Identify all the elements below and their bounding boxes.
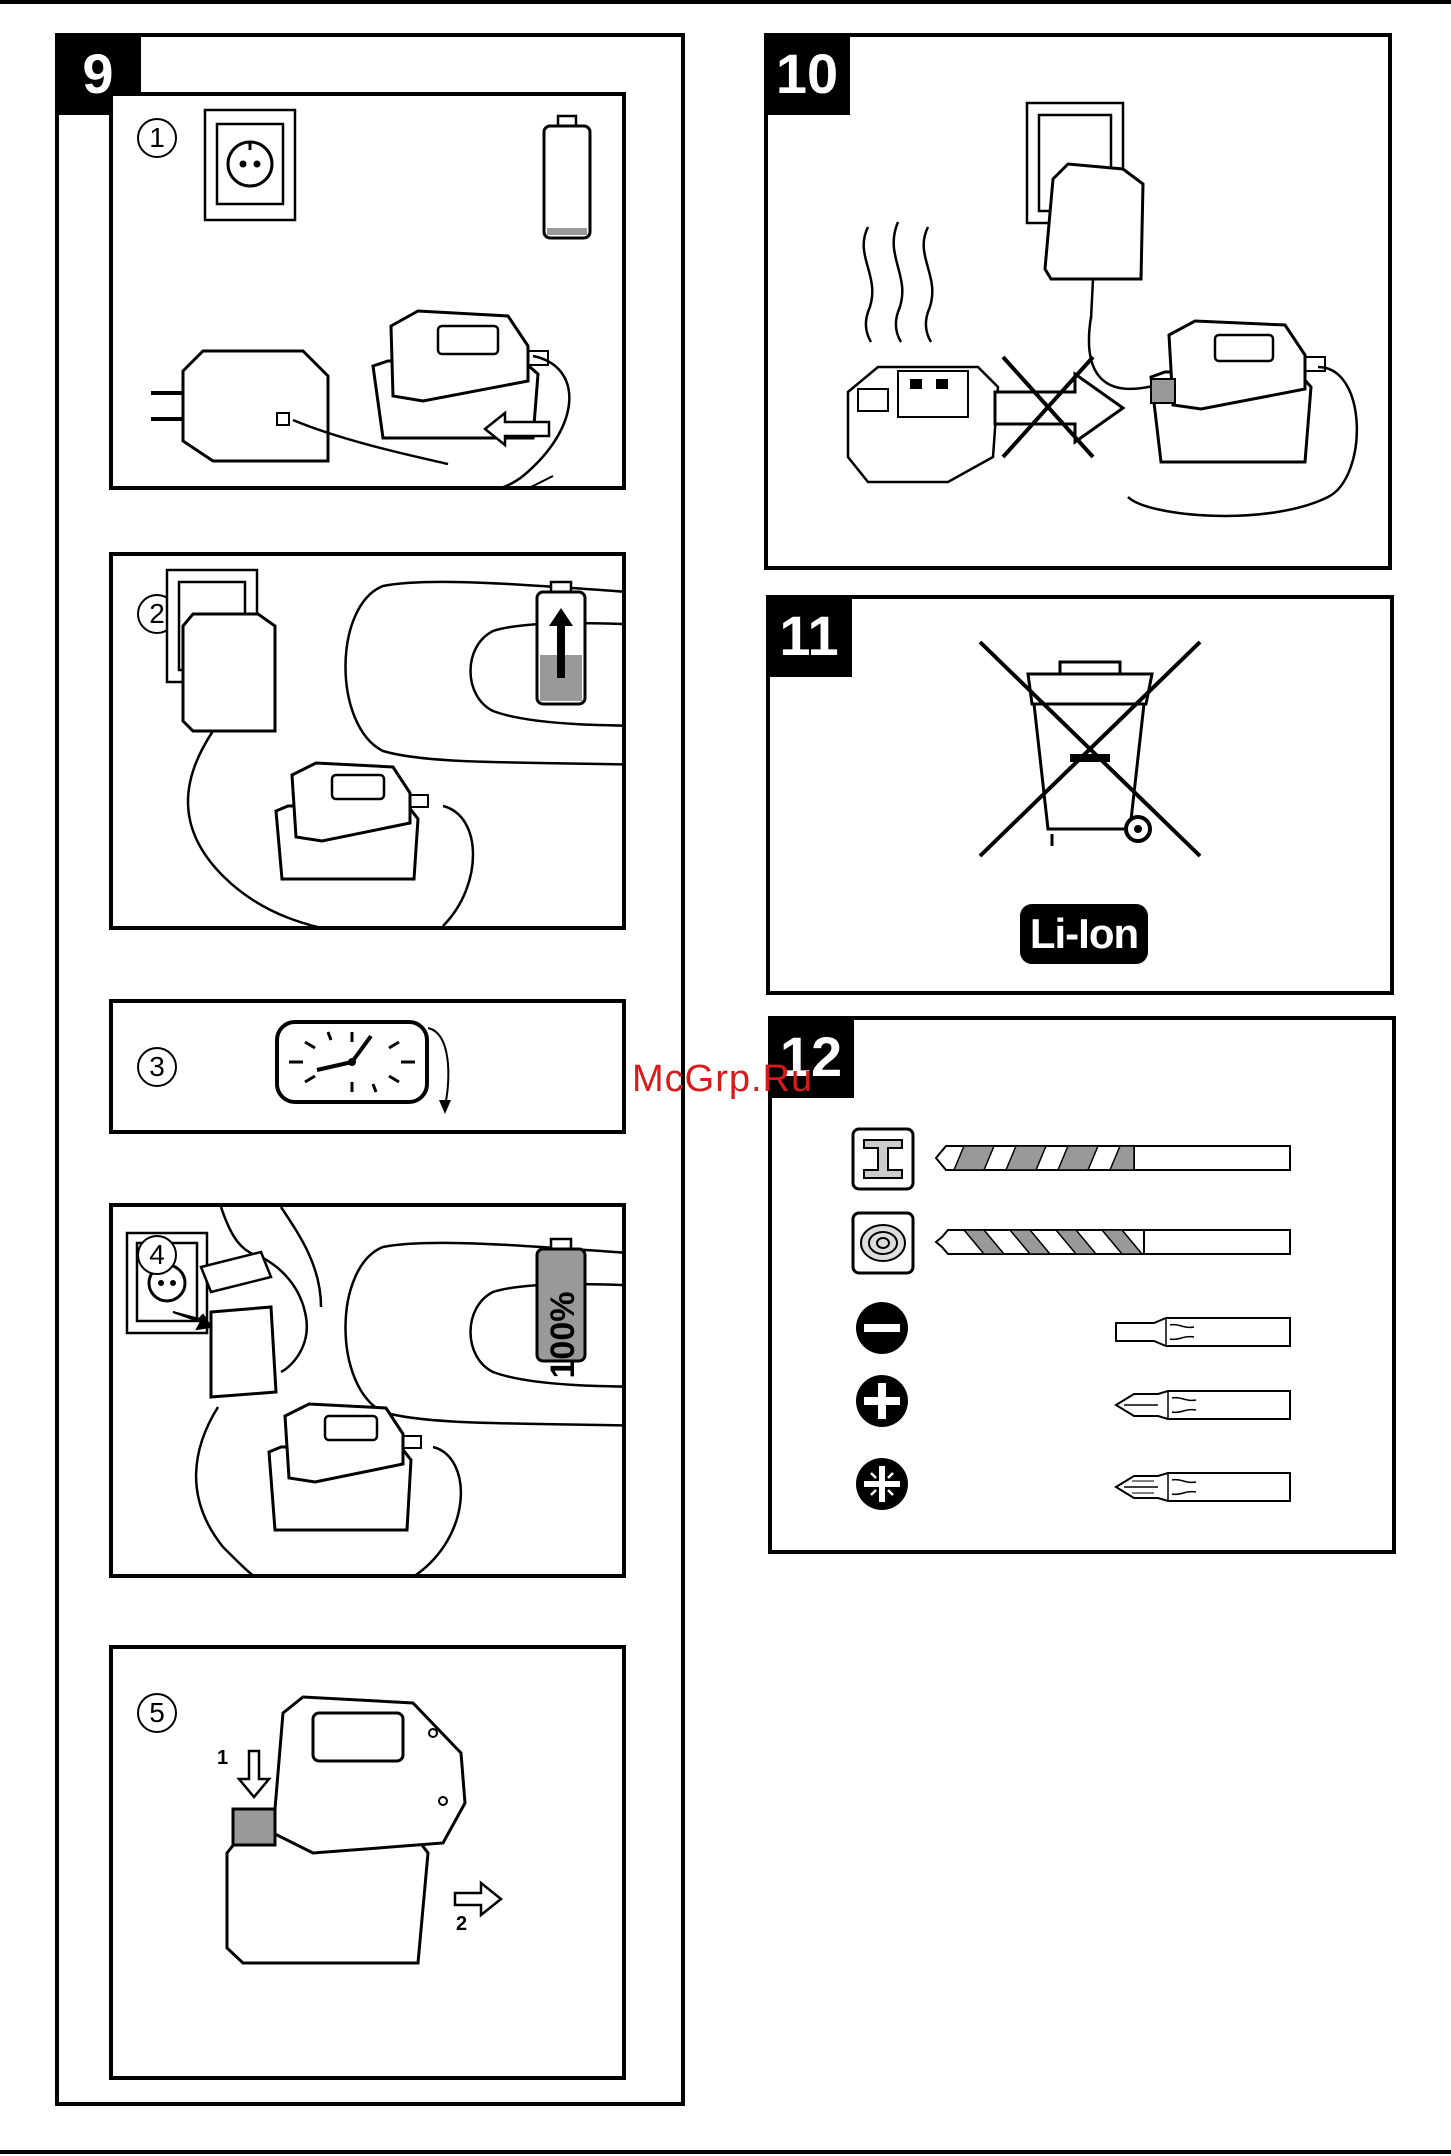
slotted-bit	[1114, 1315, 1294, 1349]
top-rule	[0, 0, 1451, 4]
no-arrow-icon	[993, 352, 1133, 462]
arrow-1-label: 1	[217, 1747, 228, 1770]
phillips-bit	[1114, 1388, 1294, 1422]
pozidriv-bit	[1114, 1470, 1294, 1504]
step-2-box: 2	[109, 552, 626, 930]
step-number: 3	[137, 1047, 177, 1087]
clock-icon	[273, 1018, 453, 1118]
li-ion-badge: Li-Ion	[1020, 904, 1148, 964]
drill-in-charger-icon	[1143, 317, 1333, 477]
drill-in-charger-icon	[261, 1402, 431, 1542]
step-5-box: 5 1 2	[109, 1645, 626, 2080]
drill-in-charger-icon	[268, 761, 438, 891]
pozidriv-screw-icon	[854, 1456, 910, 1512]
step-4-box: 100% 4	[109, 1203, 626, 1578]
wood-material-icon	[850, 1210, 916, 1276]
step-number: 5	[137, 1693, 177, 1733]
figure-11-panel: 11 Li-Ion	[766, 595, 1394, 995]
slotted-screw-icon	[854, 1300, 910, 1356]
watermark: McGrp.Ru	[632, 1058, 813, 1101]
cable-line	[768, 37, 1396, 574]
wood-drill-bit	[934, 1227, 1294, 1257]
step-1-box: 1	[109, 92, 626, 490]
arrow-2-label: 2	[456, 1913, 467, 1936]
figure-12-panel: 12	[768, 1016, 1396, 1554]
insert-arrow-icon	[483, 409, 553, 449]
phillips-screw-icon	[854, 1373, 910, 1429]
bottom-rule	[0, 2150, 1451, 2154]
step-3-box: 3	[109, 999, 626, 1134]
drill-release-icon	[213, 1693, 533, 2013]
arrow-down-icon	[235, 1749, 275, 1799]
metal-material-icon	[850, 1126, 916, 1192]
crossed-bin-icon	[970, 634, 1210, 874]
figure-number: 11	[766, 595, 852, 677]
metal-drill-bit	[934, 1143, 1294, 1173]
figure-10-panel: 10	[764, 33, 1392, 570]
figure-9-panel: 9 1	[55, 33, 685, 2106]
arrow-right-icon	[453, 1881, 503, 1917]
